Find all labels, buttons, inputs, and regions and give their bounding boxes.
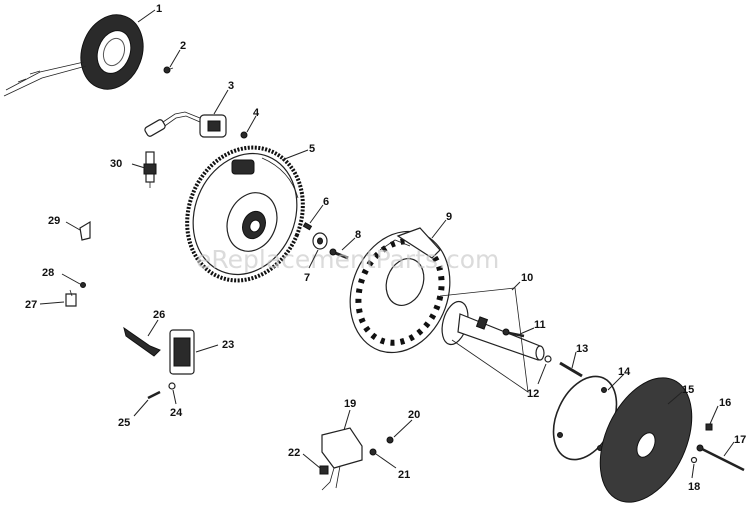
pin-13[interactable]	[559, 361, 583, 378]
watermark-text: eReplacementParts.com	[196, 245, 499, 274]
callout-20[interactable]: 20	[408, 409, 420, 421]
screw-20[interactable]	[386, 436, 394, 444]
key-6[interactable]	[302, 222, 313, 231]
callout-8[interactable]: 8	[355, 229, 361, 241]
screw-24[interactable]	[168, 382, 176, 390]
bolt-17[interactable]	[696, 444, 745, 472]
screw-28[interactable]	[80, 282, 86, 288]
screw-21[interactable]	[369, 448, 377, 456]
screw-4[interactable]	[240, 131, 248, 139]
callout-labels: 1 2 3 4 5 6 7 8 9 10 11 12 13 14 15 16 1…	[25, 3, 746, 493]
flywheel[interactable]	[168, 130, 323, 298]
callout-30[interactable]: 30	[110, 158, 122, 170]
ignition-module[interactable]	[144, 111, 227, 138]
callout-24[interactable]: 24	[170, 407, 183, 419]
callout-17[interactable]: 17	[734, 434, 746, 446]
callout-15[interactable]: 15	[682, 384, 694, 396]
screw-8[interactable]	[329, 248, 349, 260]
callout-11[interactable]: 11	[534, 319, 546, 331]
callout-5[interactable]: 5	[309, 143, 315, 155]
callout-4[interactable]: 4	[253, 107, 260, 119]
callout-21[interactable]: 21	[398, 469, 410, 481]
callout-16[interactable]: 16	[719, 397, 731, 409]
regulator[interactable]	[169, 329, 195, 375]
callout-1[interactable]: 1	[156, 3, 162, 15]
callout-12[interactable]: 12	[527, 388, 539, 400]
callout-28[interactable]: 28	[42, 267, 54, 279]
washer-18[interactable]	[690, 456, 698, 464]
bracket-29[interactable]	[79, 220, 91, 241]
screw-11[interactable]	[502, 328, 525, 338]
cooling-fan[interactable]	[334, 217, 467, 366]
screw-25[interactable]	[147, 390, 161, 400]
callout-18[interactable]: 18	[688, 481, 700, 493]
callout-27[interactable]: 27	[25, 299, 37, 311]
callout-7[interactable]: 7	[304, 272, 310, 284]
connector-22[interactable]	[319, 465, 329, 475]
nut-16[interactable]	[705, 423, 713, 431]
drive-shaft-assembly[interactable]	[438, 287, 545, 393]
callout-26[interactable]: 26	[153, 309, 165, 321]
callout-25[interactable]: 25	[118, 417, 130, 429]
leader-lines	[39, 9, 735, 479]
washer-12[interactable]	[544, 355, 552, 363]
callout-22[interactable]: 22	[288, 447, 300, 459]
screw-2[interactable]	[163, 66, 174, 74]
callout-2[interactable]: 2	[180, 40, 186, 52]
clip-27[interactable]	[65, 289, 77, 307]
callout-23[interactable]: 23	[222, 339, 234, 351]
callout-14[interactable]: 14	[618, 366, 631, 378]
wire-clamp[interactable]	[123, 326, 161, 357]
washer[interactable]	[312, 232, 328, 250]
callout-3[interactable]: 3	[228, 80, 234, 92]
rotating-screen[interactable]	[582, 363, 710, 509]
callout-10[interactable]: 10	[521, 272, 533, 284]
callout-13[interactable]: 13	[576, 343, 588, 355]
rectifier-regulator[interactable]	[321, 427, 363, 491]
callout-9[interactable]: 9	[446, 211, 452, 223]
callout-6[interactable]: 6	[323, 196, 329, 208]
stator[interactable]	[3, 6, 153, 98]
callout-29[interactable]: 29	[48, 215, 60, 227]
callout-19[interactable]: 19	[344, 398, 356, 410]
spark-plug[interactable]	[143, 151, 157, 188]
